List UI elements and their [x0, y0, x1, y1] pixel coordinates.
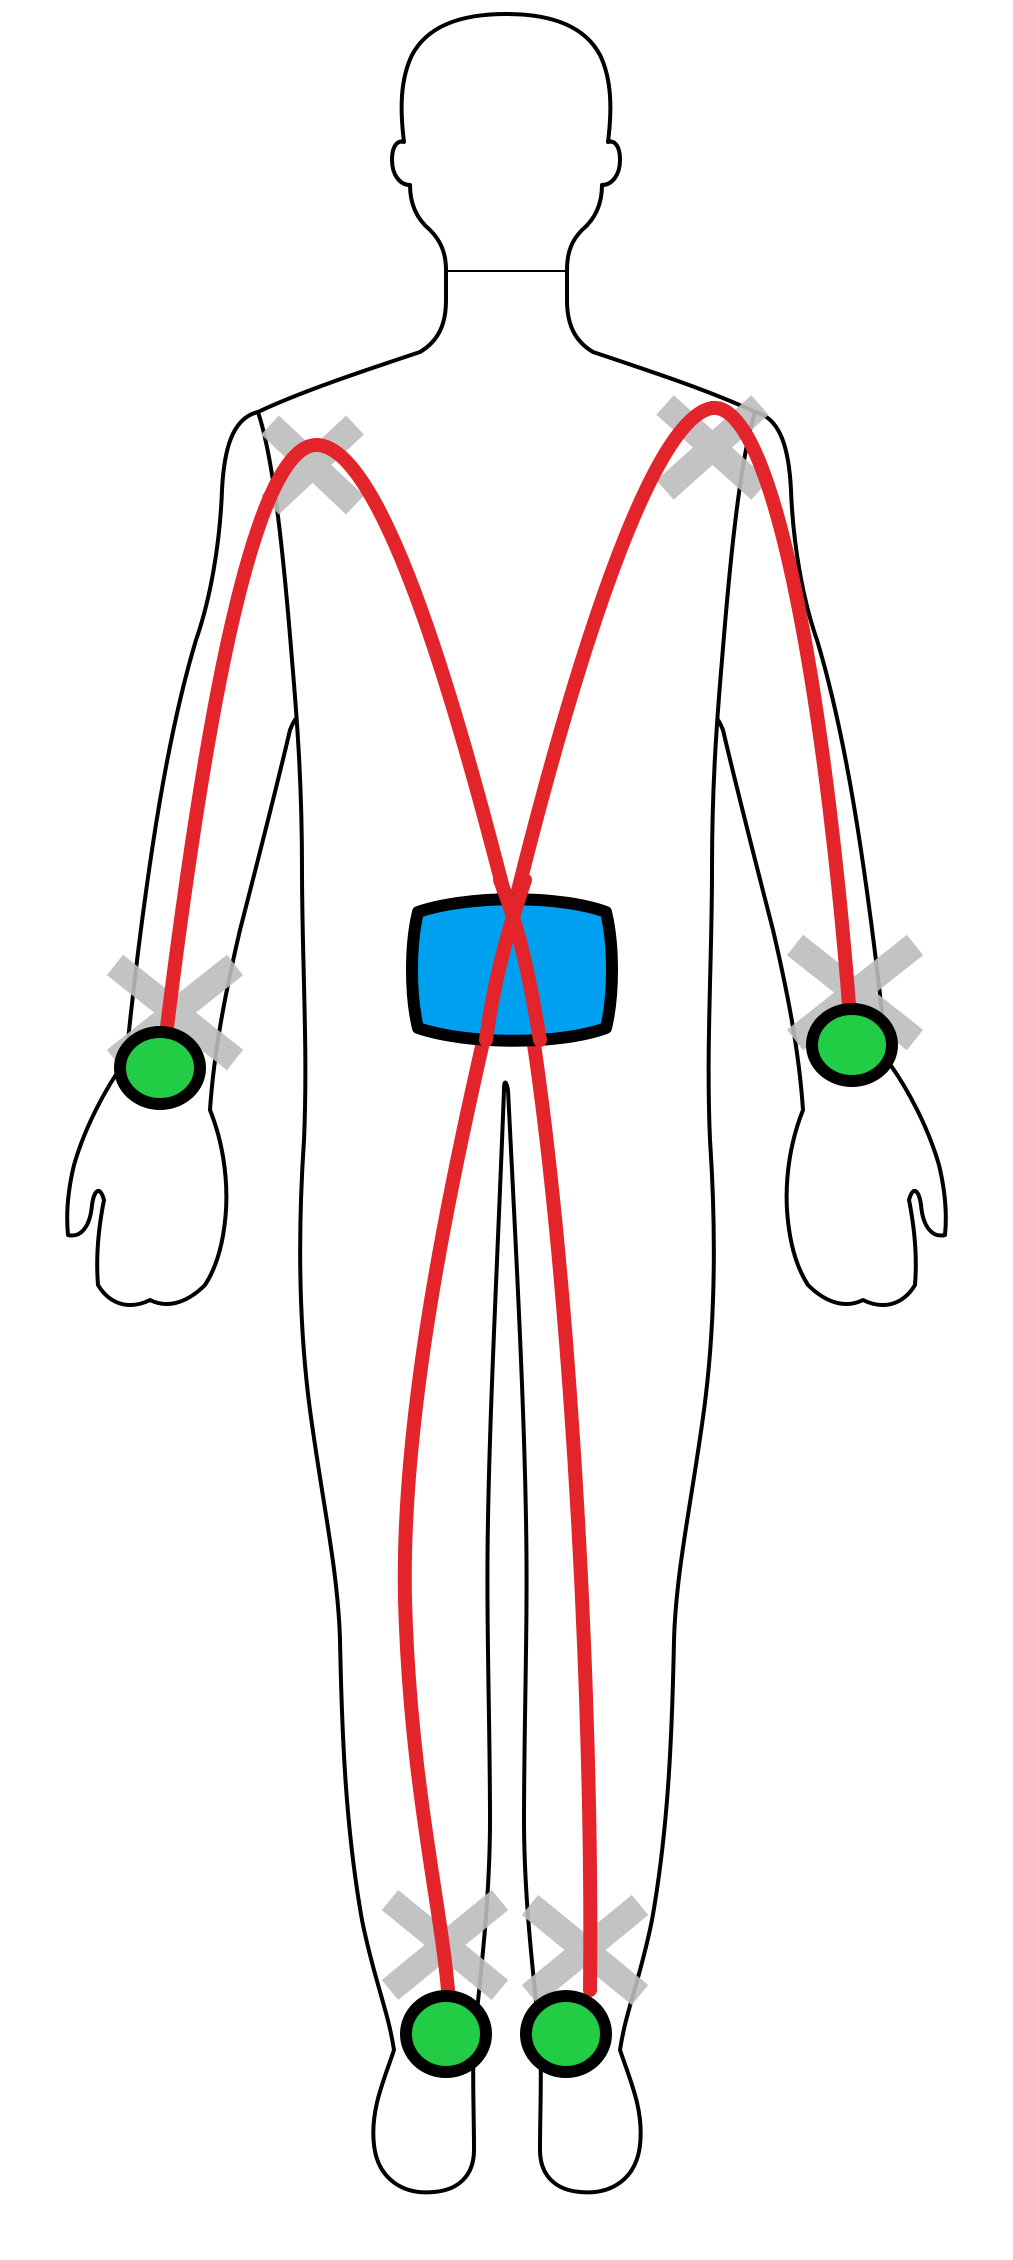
head-outline	[392, 14, 620, 270]
torso-legs-outline	[258, 270, 755, 2192]
sensor-nodes	[120, 1009, 892, 2072]
sensor-dot-icon	[526, 1996, 606, 2072]
body-outline	[67, 14, 946, 2192]
sensor-dot-icon	[406, 1996, 486, 2072]
sensor-dot-icon	[120, 1032, 200, 1104]
sensor-dot-icon	[812, 1009, 892, 1081]
